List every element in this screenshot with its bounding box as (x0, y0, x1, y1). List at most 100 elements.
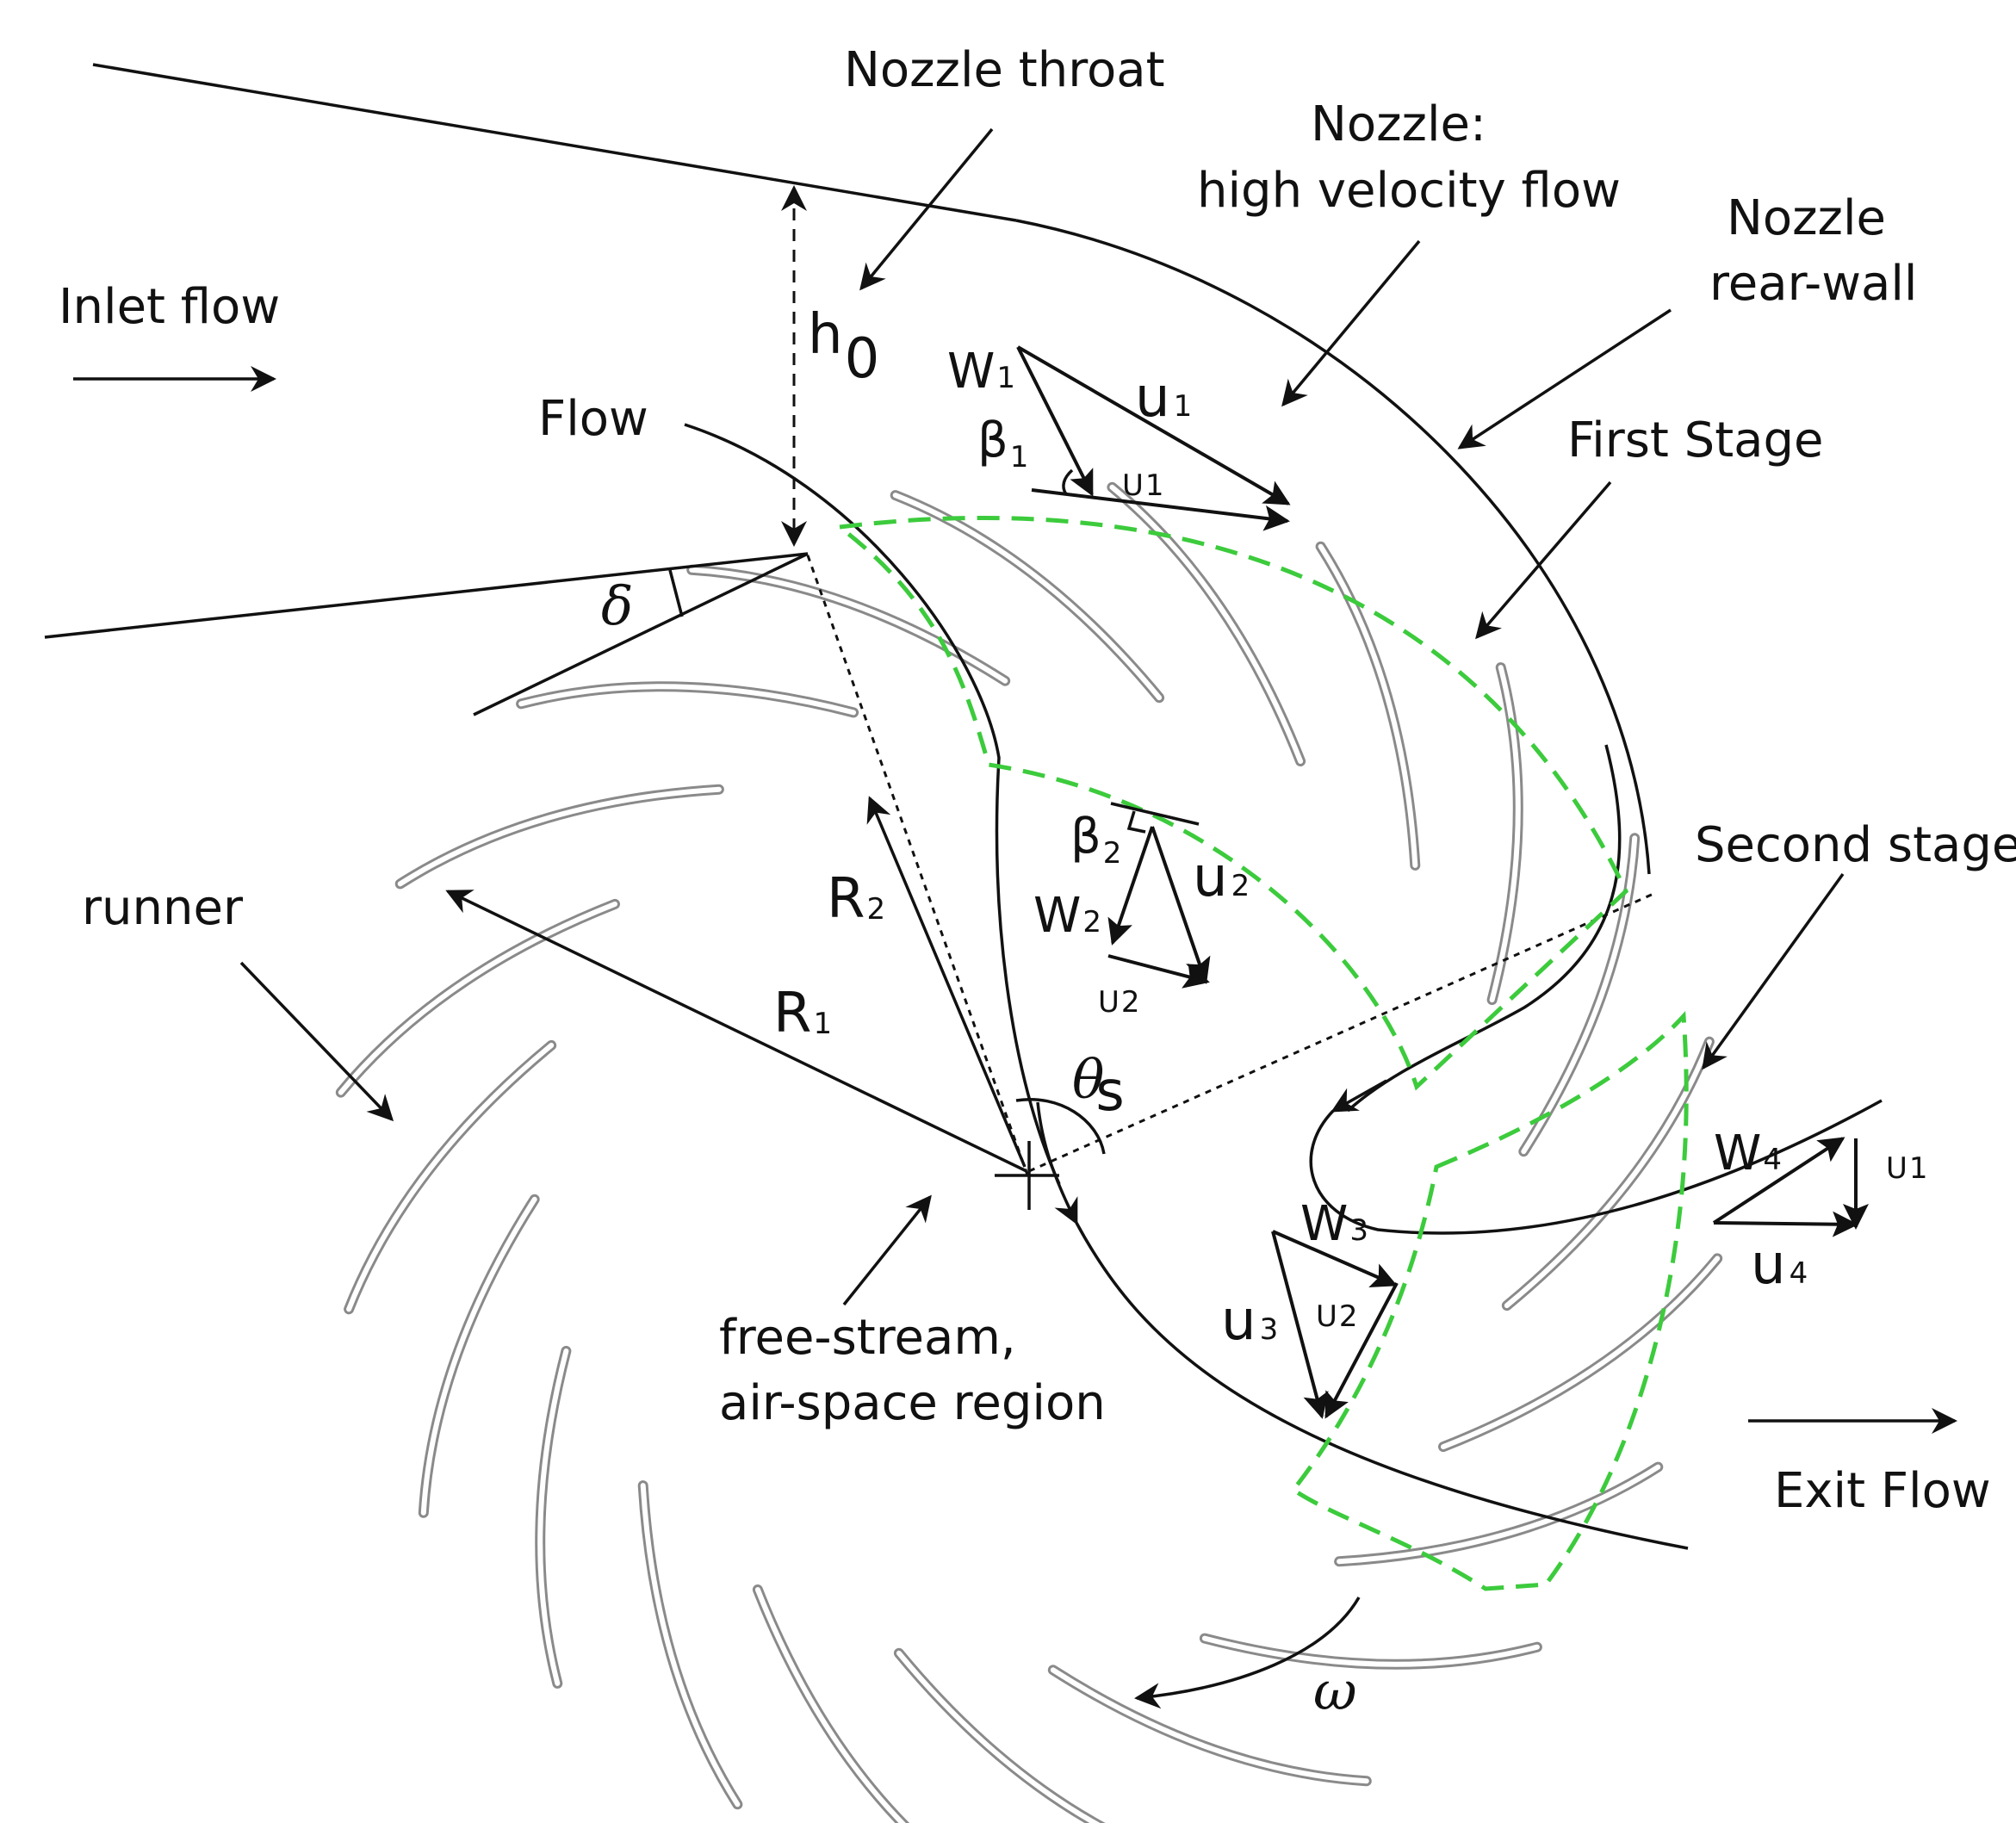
runner-blade (1501, 1036, 1715, 1311)
runner-blade (1315, 541, 1421, 871)
second-stage-boundary (1290, 1011, 1689, 1591)
runner-blade-inner (1504, 1039, 1712, 1309)
symbol-W4: W4 (1714, 1125, 1782, 1181)
symbol-h0: h0 (808, 303, 879, 391)
symbol-R1: R1 (773, 982, 832, 1045)
runner-blade (637, 1480, 743, 1810)
runner-blade-inner (518, 684, 857, 716)
label-second-stage: Second stage (1695, 817, 2016, 873)
symbol-U1: U1 (1122, 468, 1164, 503)
label-first-stage: First Stage (1567, 412, 1823, 468)
vec-u1 (1016, 345, 1291, 505)
vec-u4 (1713, 1211, 1858, 1237)
symbol-theta-s: θs (1072, 1048, 1125, 1124)
runner-blade (1438, 1253, 1723, 1453)
runner-blade-inner (754, 1587, 906, 1823)
label-inlet-flow: Inlet flow (59, 279, 280, 335)
flow-return-arrow (1331, 1079, 1387, 1113)
first-stage-boundary (834, 515, 1629, 1091)
label-free-stream-line1: free-stream, (719, 1310, 1016, 1366)
radius-dotted-line (806, 555, 1031, 1181)
symbol-beta1: β1 (977, 412, 1028, 474)
runner-blade (394, 784, 724, 890)
runner-blade (335, 898, 620, 1098)
symbol-W1: W1 (947, 344, 1015, 400)
flow-streamline-b (1036, 1101, 1078, 1225)
nozzle-throat-pointer (859, 127, 994, 291)
delta-arc (668, 569, 684, 617)
R1-arrow (445, 890, 1027, 1173)
runner-blade-inner (892, 493, 1163, 701)
runner-blade-inner (420, 1196, 537, 1516)
runner-blade (752, 1584, 910, 1823)
label-nozzle-line2: high velocity flow (1197, 163, 1621, 219)
symbol-omega: ω (1313, 1659, 1357, 1722)
label-rear-wall-line1: Nozzle (1727, 190, 1886, 246)
symbol-beta2: β2 (1070, 809, 1121, 871)
nozzle-flow-pointer (1281, 239, 1421, 407)
runner-blade-inner (1318, 543, 1418, 868)
runner-blade-inner (1521, 835, 1638, 1155)
runner-pointer (239, 961, 394, 1122)
beta2-line (1110, 802, 1200, 826)
flow-streamline-c (1075, 1222, 1689, 1550)
label-rear-wall-line2: rear-wall (1709, 256, 1917, 312)
flow-streamline-a (684, 423, 1061, 1185)
vec-U2b (1324, 1282, 1399, 1419)
R2-arrow (866, 796, 1027, 1168)
runner-blade-inner (1201, 1635, 1540, 1667)
free-stream-pointer (842, 1194, 932, 1306)
beta2-right-angle (1126, 810, 1146, 834)
theta-arc (1015, 1098, 1106, 1155)
runner-blade (893, 1647, 1106, 1823)
first-stage-pointer (1475, 481, 1612, 640)
omega-rotation-arrow (1134, 1597, 1361, 1709)
runner-blade-inner (1050, 1667, 1369, 1784)
runner-blade-inner (896, 1650, 1101, 1823)
runner-blade-inner (338, 901, 617, 1095)
symbol-U1b: U1 (1886, 1151, 1928, 1186)
runner-blade-inner (537, 1348, 569, 1686)
runner-blade (344, 1039, 557, 1315)
vec-W4 (1712, 1137, 1845, 1225)
label-nozzle-throat: Nozzle throat (844, 42, 1165, 98)
beta1-arc (1062, 468, 1074, 495)
second-stage-pointer (1702, 872, 1845, 1070)
stage-split-dotted-line (1028, 892, 1654, 1173)
vec-U1 (1031, 488, 1290, 531)
rear-wall-pointer (1457, 308, 1672, 450)
symbol-delta: δ (601, 574, 633, 637)
vec-u2 (1151, 826, 1211, 984)
nozzle-rear-wall (1015, 219, 1651, 875)
exit-streamline (1309, 1099, 1883, 1235)
nozzle-lip-wall (473, 552, 809, 716)
nozzle-upper-wall (92, 63, 1017, 222)
runner-blade-inner (1337, 1464, 1661, 1565)
label-runner: runner (82, 880, 244, 936)
runner-blade (1107, 481, 1306, 766)
label-free-stream-line2: air-space region (719, 1375, 1106, 1431)
symbol-U2: U2 (1098, 985, 1140, 1020)
runner-blade-inner (397, 786, 722, 887)
runner-blade-inner (689, 567, 1008, 684)
runner-blade (1334, 1461, 1664, 1567)
runner-blade-inner (640, 1483, 741, 1807)
nozzle-lower-wall (44, 552, 809, 639)
label-exit-flow: Exit Flow (1774, 1463, 1991, 1519)
symbol-R2: R2 (827, 867, 885, 931)
flow-return-curve (1346, 744, 1622, 1113)
vec-W2 (1107, 826, 1154, 946)
runner-blades (335, 481, 1723, 1823)
label-flow: Flow (538, 391, 648, 447)
symbol-U2b: U2 (1316, 1299, 1358, 1334)
vec-W3 (1272, 1230, 1398, 1287)
symbol-W3: W3 (1300, 1196, 1368, 1252)
symbol-W2: W2 (1033, 888, 1101, 944)
runner-blade-inner (1109, 484, 1304, 764)
vec-u3 (1271, 1231, 1329, 1419)
